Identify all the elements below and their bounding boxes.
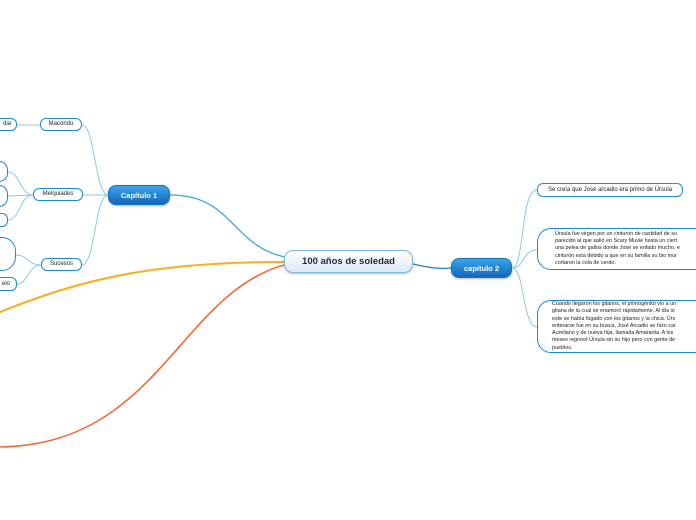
- connector-chapter2-note-3: [511, 267, 538, 328]
- cut-node-3[interactable]: [0, 213, 8, 227]
- note-gitanos-text: Cuando llegaron los gitanos, el primogén…: [552, 301, 677, 351]
- note-gitanos[interactable]: Cuando llegaron los gitanos, el primogén…: [537, 300, 696, 353]
- note-ursula-cinturon[interactable]: Úrsula fue virgen por un cinturón de cas…: [537, 228, 696, 270]
- cut-node-dia-label: dia: [2, 121, 11, 127]
- subtopic-sucesos[interactable]: Sucesos: [41, 258, 82, 271]
- connector-orange-branch: [0, 263, 289, 448]
- subtopic-melquiades[interactable]: Melquiades: [33, 188, 83, 201]
- chapter1-topic[interactable]: Capítulo 1: [108, 185, 170, 205]
- note-jose-arcadio[interactable]: Se creía que José arcadio era primo de Ú…: [537, 183, 683, 197]
- connector-chapter1-macondo: [81, 124, 109, 196]
- cut-node-elo[interactable]: elo: [0, 277, 17, 291]
- subtopic-macondo-label: Macondo: [48, 121, 74, 127]
- connector-root-chapter2: [412, 263, 453, 270]
- central-topic[interactable]: 100 años de soledad: [284, 250, 413, 273]
- note-ursula-cinturon-text: Úrsula fue virgen por un cinturón de cas…: [555, 230, 680, 266]
- chapter1-label: Capítulo 1: [120, 190, 158, 200]
- note-jose-arcadio-text: Se creía que José arcadio era primo de Ú…: [547, 186, 673, 193]
- connector-melquiades-left-3: [7, 194, 34, 221]
- chapter2-topic[interactable]: capítulo 2: [451, 258, 512, 278]
- connector-sucesos-left-2: [16, 264, 42, 285]
- connector-yellow-branch: [0, 260, 286, 314]
- connector-sucesos-left-1: [15, 254, 42, 266]
- connector-chapter2-note-2: [511, 249, 538, 269]
- subtopic-sucesos-label: Sucesos: [49, 261, 73, 267]
- connector-melquiades-left-2: [7, 194, 34, 197]
- cut-node-elo-label: elo: [1, 280, 10, 287]
- subtopic-macondo[interactable]: Macondo: [40, 118, 82, 131]
- central-topic-label: 100 años de soledad: [302, 256, 395, 267]
- connector-chapter1-sucesos: [81, 194, 109, 266]
- connector-chapter2-note-1: [511, 189, 538, 269]
- cut-node-dia[interactable]: dia: [0, 118, 17, 131]
- connector-root-chapter1: [169, 194, 291, 259]
- chapter2-label: capítulo 2: [463, 263, 499, 273]
- subtopic-melquiades-label: Melquiades: [42, 191, 74, 197]
- connector-melquiades-left-1: [7, 171, 34, 196]
